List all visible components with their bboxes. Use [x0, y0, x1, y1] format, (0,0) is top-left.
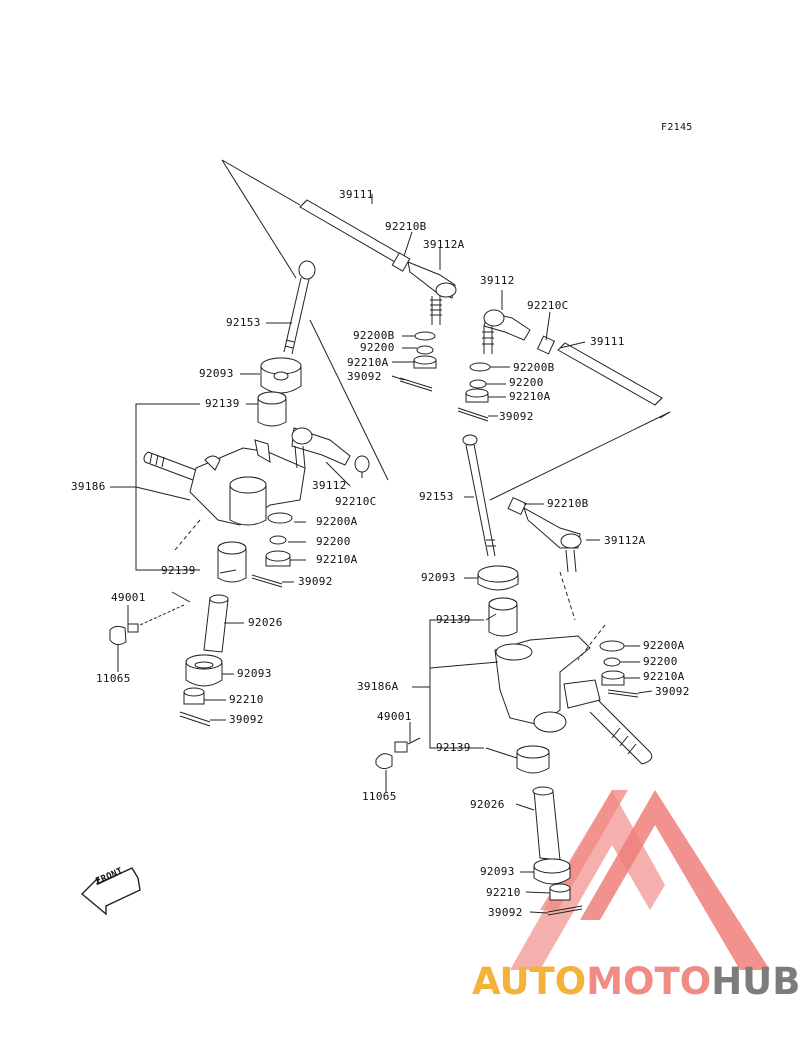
- label-39111-left: 39111: [339, 188, 374, 201]
- label-49001-left: 49001: [111, 591, 146, 604]
- label-39092-left-a: 39092: [347, 370, 382, 383]
- brand-wordmark: AUTOMOTOHUB: [472, 960, 800, 1004]
- label-49001-right: 49001: [377, 710, 412, 723]
- label-39092-left-b: 39092: [298, 575, 333, 588]
- label-39186a: 39186A: [357, 680, 399, 693]
- label-92153-left: 92153: [226, 316, 261, 329]
- label-92210a-left-b: 92210A: [316, 553, 358, 566]
- label-39112-left: 39112: [312, 479, 347, 492]
- label-92210b-left: 92210B: [385, 220, 427, 233]
- label-92210b-right: 92210B: [547, 497, 589, 510]
- brand-part-hub: HUB: [711, 960, 800, 1003]
- left-knuckle-shape: [143, 439, 306, 526]
- label-92200-right-b: 92200: [643, 655, 678, 668]
- label-92210c-right: 92210C: [527, 299, 569, 312]
- label-92093-left-top: 92093: [199, 367, 234, 380]
- label-39092-right-a: 39092: [499, 410, 534, 423]
- label-39112a-right: 39112A: [604, 534, 646, 547]
- label-92139-left-bottom: 92139: [161, 564, 196, 577]
- brand-part-auto: AUTO: [472, 960, 587, 1003]
- label-39092-right-b: 39092: [655, 685, 690, 698]
- label-92139-left-top: 92139: [205, 397, 240, 410]
- label-92210-left: 92210: [229, 693, 264, 706]
- label-92200-right: 92200: [509, 376, 544, 389]
- label-92093-left-bottom: 92093: [237, 667, 272, 680]
- label-39111-right: 39111: [590, 335, 625, 348]
- label-92139-right-bottom: 92139: [436, 741, 471, 754]
- front-arrow-icon: [80, 867, 141, 916]
- label-39186: 39186: [71, 480, 106, 493]
- label-92139-right-top: 92139: [436, 613, 471, 626]
- label-92210a-right: 92210A: [509, 390, 551, 403]
- label-92200-left: 92200: [360, 341, 395, 354]
- label-92026-right: 92026: [470, 798, 505, 811]
- label-39092-right-c: 39092: [488, 906, 523, 919]
- label-92026-left: 92026: [248, 616, 283, 629]
- label-39112a-left: 39112A: [423, 238, 465, 251]
- label-92093-right-top: 92093: [421, 571, 456, 584]
- right-knuckle-shape: [494, 571, 653, 765]
- label-92200-left-b: 92200: [316, 535, 351, 548]
- brand-part-moto: MOTO: [586, 960, 712, 1003]
- label-39092-left-c: 39092: [229, 713, 264, 726]
- label-92210a-left: 92210A: [347, 356, 389, 369]
- label-39112-right: 39112: [480, 274, 515, 287]
- label-92200b-right: 92200B: [513, 361, 555, 374]
- label-92200a-right: 92200A: [643, 639, 685, 652]
- label-92210c-left: 92210C: [335, 495, 377, 508]
- label-92153-right: 92153: [419, 490, 454, 503]
- label-92210-right: 92210: [486, 886, 521, 899]
- label-92093-right-bottom: 92093: [480, 865, 515, 878]
- label-11065-left: 11065: [96, 672, 131, 685]
- label-92210a-right-b: 92210A: [643, 670, 685, 683]
- label-92200b-left: 92200B: [353, 329, 395, 342]
- diagram-code: F2145: [661, 122, 693, 133]
- label-92200a-left: 92200A: [316, 515, 358, 528]
- label-11065-right: 11065: [362, 790, 397, 803]
